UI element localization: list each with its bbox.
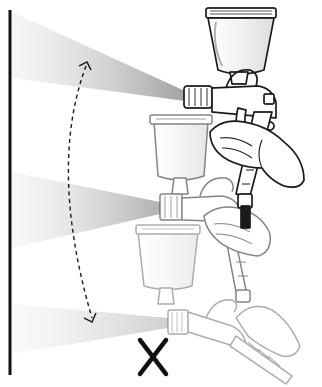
spray-fan-middle: [12, 172, 160, 248]
spray-gun-bottom: [135, 224, 301, 385]
cross-mark-icon: [137, 337, 169, 377]
spray-gun-top: [183, 7, 305, 229]
spray-fan-top: [12, 12, 185, 101]
spray-gun-middle: [149, 114, 271, 303]
dashed-arc-arrow-icon: [67, 61, 97, 323]
spray-fan-bottom: [12, 304, 168, 354]
